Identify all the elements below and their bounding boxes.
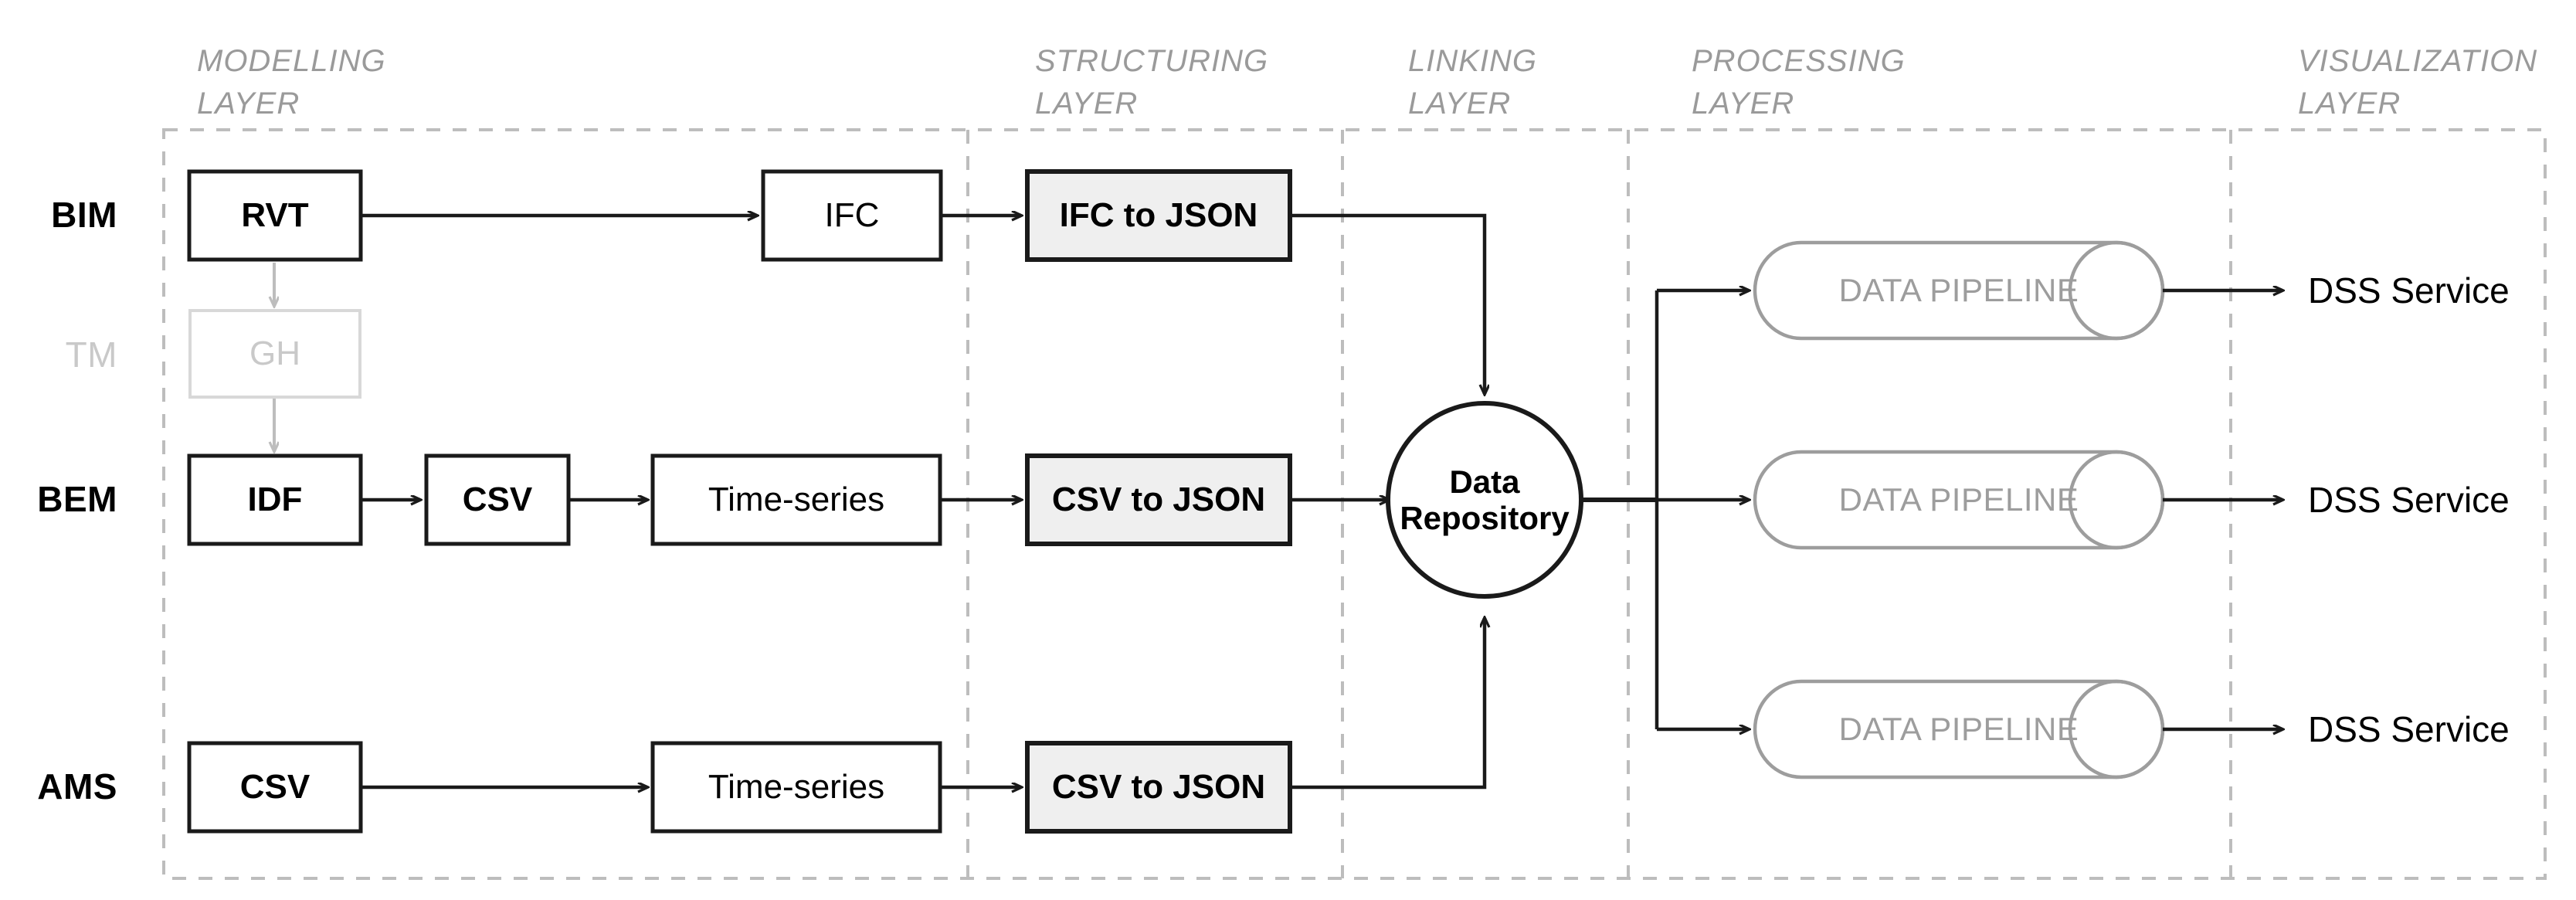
- row-label-ams: AMS: [37, 766, 117, 807]
- layer-title-modelling: MODELLING LAYER: [197, 44, 386, 121]
- node-timeseries-ams-shape[interactable]: [650, 741, 942, 834]
- edge-ifcjson-to-repository: [1290, 213, 1485, 394]
- node-timeseries-bem-shape[interactable]: [650, 453, 942, 546]
- node-label-timeseries-bem[interactable]: Time-series: [708, 481, 885, 518]
- layer-title-linking: LINKING LAYER: [1408, 44, 1538, 121]
- node-label-pipeline-2[interactable]: DATA PIPELINE: [1838, 481, 2079, 518]
- row-label-bim: BIM: [51, 195, 117, 235]
- node-label-ifc[interactable]: IFC: [824, 196, 880, 234]
- edge-csvjson-ams-to-repository: [1290, 618, 1485, 790]
- node-label-pipeline-3[interactable]: DATA PIPELINE: [1838, 711, 2079, 747]
- node-label-csv-bem[interactable]: CSV: [462, 481, 533, 518]
- node-label-ifc-to-json[interactable]: IFC to JSON: [1059, 196, 1258, 234]
- node-idf-shape[interactable]: [187, 453, 363, 546]
- node-gh-shape[interactable]: [188, 309, 361, 399]
- node-label-csv-to-json-ams[interactable]: CSV to JSON: [1051, 768, 1266, 806]
- node-pipeline-3-shape[interactable]: [1753, 679, 2165, 779]
- node-rvt-shape[interactable]: [187, 169, 363, 262]
- layer-title-structuring: STRUCTURING LAYER: [1035, 44, 1269, 121]
- layer-boundary-box: [162, 128, 2547, 880]
- node-label-dss-3[interactable]: DSS Service: [2308, 709, 2510, 749]
- node-label-gh[interactable]: GH: [249, 335, 300, 372]
- repo-line-2: Repository: [1400, 500, 1570, 536]
- node-ifc-to-json-shape[interactable]: [1025, 169, 1292, 262]
- layer-title-visualization: VISUALIZATION LAYER: [2298, 44, 2538, 121]
- row-label-tm: TM: [65, 335, 117, 375]
- layer-title-processing: PROCESSING LAYER: [1692, 44, 1906, 121]
- node-label-dss-2[interactable]: DSS Service: [2308, 480, 2510, 520]
- node-label-idf[interactable]: IDF: [247, 481, 303, 518]
- edge-repository-to-pipelines: [1581, 290, 1749, 729]
- node-label-csv-ams[interactable]: CSV: [239, 768, 311, 806]
- node-label-timeseries-ams[interactable]: Time-series: [708, 768, 885, 806]
- repo-line-1: Data: [1449, 463, 1520, 500]
- node-label-csv-to-json-bem[interactable]: CSV to JSON: [1051, 481, 1266, 518]
- row-label-bem: BEM: [37, 479, 117, 519]
- node-label-dss-1[interactable]: DSS Service: [2308, 270, 2510, 311]
- node-label-data-repository[interactable]: Data Repository: [1388, 403, 1581, 596]
- node-label-rvt[interactable]: RVT: [241, 196, 309, 234]
- node-label-pipeline-1[interactable]: DATA PIPELINE: [1838, 272, 2079, 308]
